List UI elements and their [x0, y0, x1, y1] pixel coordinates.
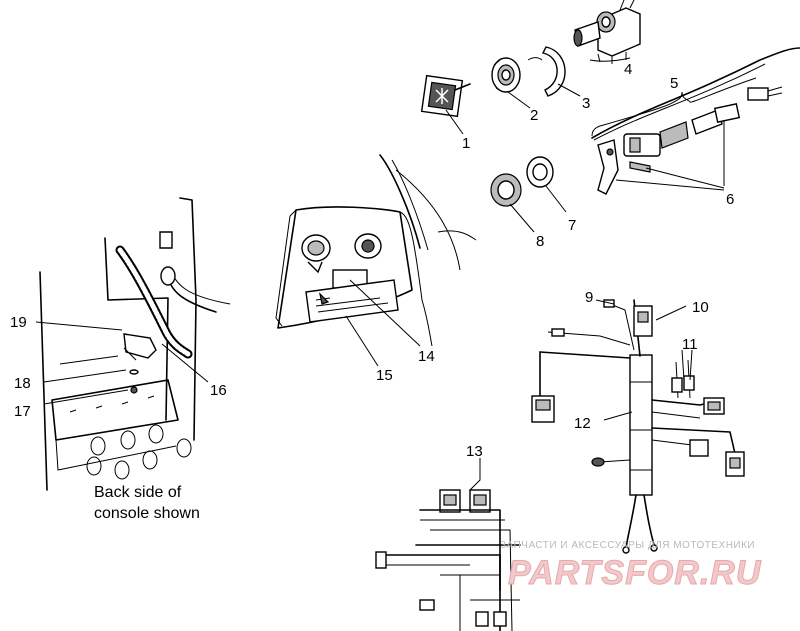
callout-5: 5	[670, 75, 678, 92]
callout-17: 17	[14, 403, 31, 420]
console-caption: Back side of console shown	[94, 484, 200, 522]
nut-part	[491, 57, 521, 93]
callout-15: 15	[376, 367, 393, 384]
callout-4: 4	[624, 61, 632, 78]
key-part	[420, 74, 471, 118]
callout-12: 12	[574, 415, 591, 432]
callout-7: 7	[568, 217, 576, 234]
callout-14: 14	[418, 348, 435, 365]
watermark-brand: PARTSFOR.RU	[508, 554, 762, 592]
callout-16: 16	[210, 382, 227, 399]
caption-line-1: Back side of	[94, 484, 182, 501]
caption-line-2: console shown	[94, 505, 200, 522]
callout-9: 9	[585, 289, 593, 306]
main-harness-part	[531, 299, 745, 554]
callout-labels: 1 2 3 4 5 6 7 8 9 10 11 12 13 14 15 16 1…	[10, 61, 734, 460]
callout-19: 19	[10, 314, 27, 331]
callout-2: 2	[530, 107, 538, 124]
callout-8: 8	[536, 233, 544, 250]
dash-console-part	[275, 154, 477, 347]
watermark: ЗАПЧАСТИ И АКСЕССУАРЫ ДЛЯ МОТОТЕХНИКИ PA…	[500, 540, 762, 593]
callout-18: 18	[14, 375, 31, 392]
callout-13: 13	[466, 443, 483, 460]
callout-3: 3	[582, 95, 590, 112]
callout-1: 1	[462, 135, 470, 152]
console-back-side-part	[39, 197, 231, 491]
leader-lines	[35, 77, 757, 491]
watermark-tagline: ЗАПЧАСТИ И АКСЕССУАРЫ ДЛЯ МОТОТЕХНИКИ	[500, 540, 755, 551]
callout-10: 10	[692, 299, 709, 316]
switch-assembly-part	[591, 47, 800, 195]
washer-arc-part	[527, 46, 566, 97]
ignition-switch-part	[573, 0, 641, 64]
callout-6: 6	[726, 191, 734, 208]
callout-11: 11	[682, 336, 698, 353]
lock-nut-part	[490, 173, 522, 207]
flat-washer-part	[526, 156, 554, 188]
secondary-harness-part	[375, 489, 521, 631]
